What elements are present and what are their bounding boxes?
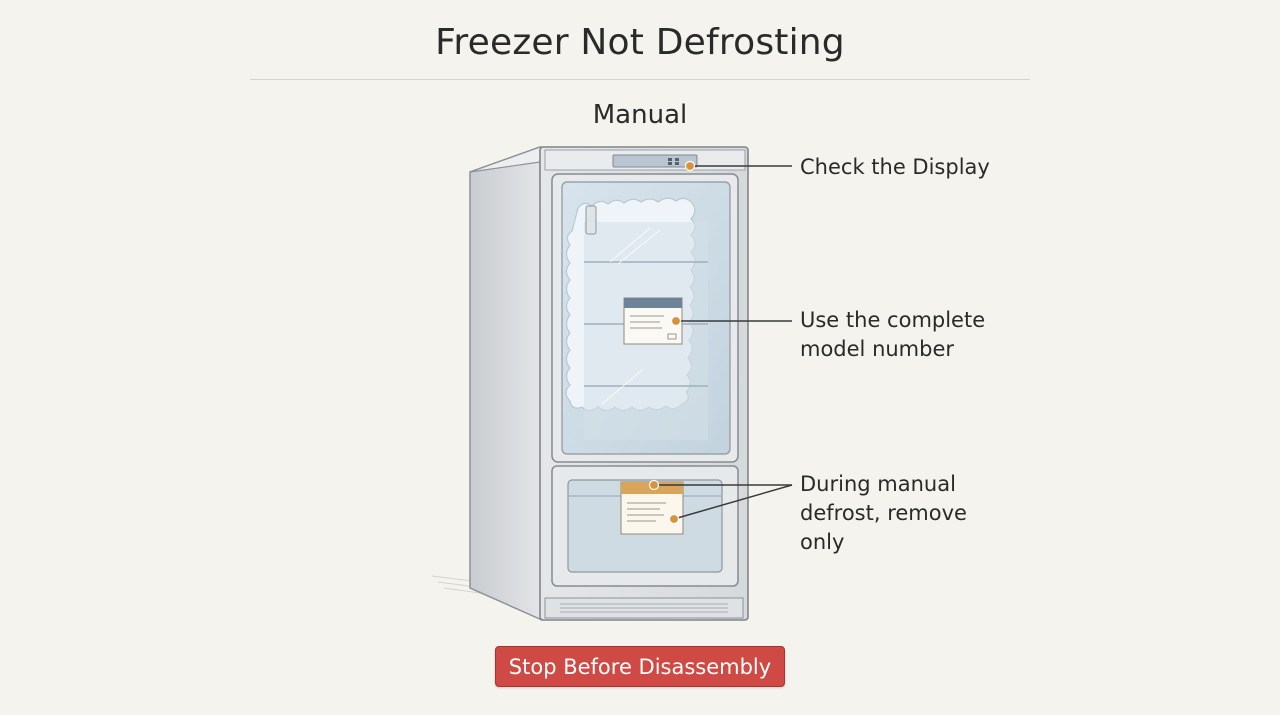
callout-check-display: Check the Display [800, 155, 990, 179]
callout-model-number: Use the complete model number [800, 308, 986, 361]
display-panel [612, 154, 698, 168]
freezer-side-panel [469, 145, 543, 622]
callout-leader-lines [654, 165, 793, 520]
door-handle [585, 205, 597, 235]
callout-dots [648, 160, 696, 525]
glass-reflections [601, 227, 661, 405]
display-buttons [668, 158, 679, 165]
drawer-sticker-icon [620, 481, 684, 535]
title-divider [250, 79, 1030, 80]
page-subtitle: Manual [592, 100, 688, 130]
page-title: Freezer Not Defrosting [435, 22, 845, 63]
stop-before-disassembly-button[interactable]: Stop Before Disassembly [495, 646, 785, 687]
callout-manual-defrost: During manual defrost, remove only [800, 472, 967, 554]
